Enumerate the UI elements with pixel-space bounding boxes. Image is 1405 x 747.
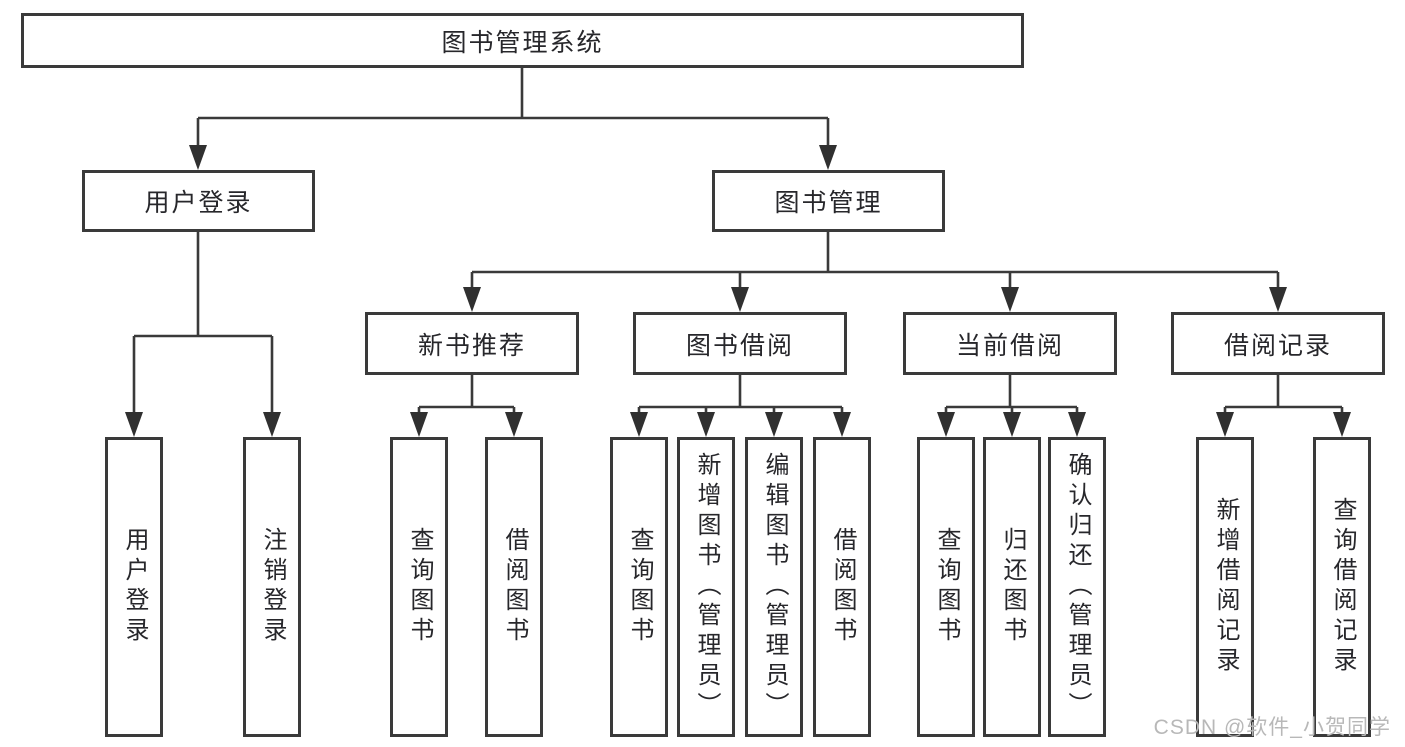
node-new-book-rec-label: 新书推荐 <box>417 331 526 360</box>
node-book-mgmt-label: 图书管理 <box>774 189 883 217</box>
node-leaf-nbr-query-books-label: 查询图书 <box>406 527 433 647</box>
node-leaf-cb-query-books-label: 查询图书 <box>933 527 960 647</box>
node-leaf-bb-borrow-books-label: 借阅图书 <box>829 527 856 647</box>
node-leaf-user-login-label: 用户登录 <box>121 527 148 647</box>
node-leaf-bb-query-books-label: 查询图书 <box>626 527 653 647</box>
node-leaf-br-add-record: 新增借阅记录 <box>1196 437 1254 737</box>
node-leaf-user-login: 用户登录 <box>105 437 163 737</box>
node-borrow-record: 借阅记录 <box>1171 312 1385 375</box>
node-user-login-label: 用户登录 <box>144 189 253 217</box>
node-current-borrow-label: 当前借阅 <box>955 331 1064 360</box>
node-root-label: 图书管理系统 <box>441 28 604 57</box>
node-leaf-cb-return-books-label: 归还图书 <box>999 527 1026 647</box>
node-current-borrow: 当前借阅 <box>903 312 1117 375</box>
node-leaf-br-add-record-label: 新增借阅记录 <box>1212 497 1239 677</box>
node-leaf-cb-confirm-return: 确认归还（管理员） <box>1048 437 1106 737</box>
node-leaf-bb-edit-books-label: 编辑图书（管理员） <box>761 452 788 722</box>
node-leaf-bb-add-books: 新增图书（管理员） <box>677 437 735 737</box>
node-book-borrow-label: 图书借阅 <box>685 331 794 360</box>
node-leaf-nbr-borrow-books-label: 借阅图书 <box>501 527 528 647</box>
node-leaf-br-query-record-label: 查询借阅记录 <box>1329 497 1356 677</box>
node-leaf-bb-query-books: 查询图书 <box>610 437 668 737</box>
node-leaf-br-query-record: 查询借阅记录 <box>1313 437 1371 737</box>
node-borrow-record-label: 借阅记录 <box>1223 331 1332 360</box>
node-leaf-bb-borrow-books: 借阅图书 <box>813 437 871 737</box>
watermark: CSDN @软件_小贺同学 <box>1153 716 1391 739</box>
node-book-borrow: 图书借阅 <box>633 312 847 375</box>
node-leaf-logout: 注销登录 <box>243 437 301 737</box>
node-leaf-cb-confirm-return-label: 确认归还（管理员） <box>1064 452 1091 722</box>
arrowheads <box>125 145 1351 437</box>
node-new-book-rec: 新书推荐 <box>365 312 579 375</box>
node-leaf-nbr-query-books: 查询图书 <box>390 437 448 737</box>
node-user-login: 用户登录 <box>82 170 315 232</box>
connector-strokes <box>132 68 1344 413</box>
node-leaf-bb-edit-books: 编辑图书（管理员） <box>745 437 803 737</box>
node-leaf-logout-label: 注销登录 <box>259 527 286 647</box>
node-book-mgmt: 图书管理 <box>712 170 945 232</box>
node-leaf-cb-query-books: 查询图书 <box>917 437 975 737</box>
node-root: 图书管理系统 <box>21 13 1024 68</box>
node-leaf-nbr-borrow-books: 借阅图书 <box>485 437 543 737</box>
node-leaf-bb-add-books-label: 新增图书（管理员） <box>693 452 720 722</box>
node-leaf-cb-return-books: 归还图书 <box>983 437 1041 737</box>
